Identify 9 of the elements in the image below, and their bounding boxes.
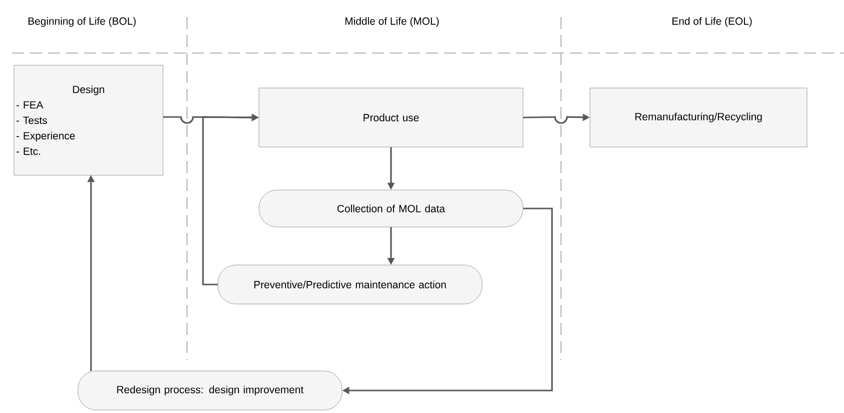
phase-heading: End of Life (EOL) bbox=[672, 17, 752, 27]
phase-heading: Beginning of Life (BOL) bbox=[28, 17, 136, 27]
rounded-box: Preventive/Predictive maintenance action bbox=[218, 264, 482, 304]
phase-heading: Middle of Life (MOL) bbox=[345, 17, 439, 27]
process-box: Remanufacturing/Recycling bbox=[590, 88, 808, 148]
process-box: Design - FEA - Tests - Experience - Etc. bbox=[14, 65, 164, 176]
rounded-box: Collection of MOL data bbox=[258, 190, 524, 228]
process-box: Product use bbox=[258, 88, 524, 148]
rounded-box: Redesign process: design improvement bbox=[78, 370, 342, 410]
